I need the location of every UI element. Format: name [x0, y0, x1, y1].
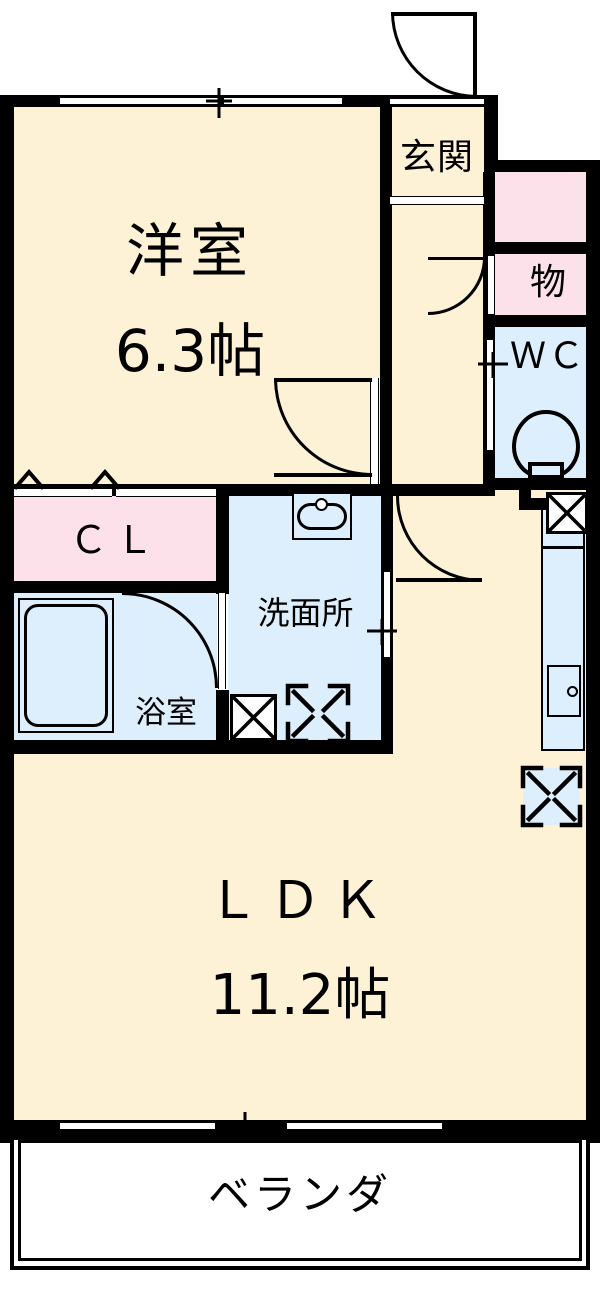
label-entrance: 玄関 — [399, 137, 474, 178]
closet-door-right[interactable] — [116, 488, 216, 497]
wall-closet-washroom — [216, 484, 229, 594]
wall-bedroom-entrance — [380, 95, 392, 487]
ldk-window-right[interactable] — [287, 1122, 442, 1130]
room-shoebox — [493, 172, 600, 242]
pipe-shaft-bath — [230, 694, 277, 741]
wc-sliding-door[interactable] — [486, 340, 494, 450]
washroom-sliding-door[interactable] — [383, 572, 391, 657]
label-storage: 物 — [529, 262, 566, 303]
entrance-step-line — [390, 196, 484, 205]
wall-kitchen-ps-left — [519, 487, 531, 509]
ldk-window-left[interactable] — [60, 1122, 215, 1130]
wall-bath-washroom — [216, 690, 229, 754]
room-closet — [14, 496, 217, 584]
bedroom-window-right[interactable] — [224, 97, 342, 105]
closet-door-left[interactable] — [14, 488, 112, 497]
wall-closet-bath — [0, 581, 229, 593]
faucet-icon — [315, 498, 328, 511]
bath-door-leaf[interactable] — [218, 593, 226, 689]
balcony-rail-outer — [10, 1136, 590, 1270]
label-closet: ＣＬ — [69, 518, 162, 562]
label-ldk-area: 11.2帖 — [209, 963, 391, 1028]
pipe-shaft-kitchen — [546, 492, 588, 534]
storage-door-leaf[interactable] — [487, 256, 495, 314]
label-wc: ＷＣ — [509, 336, 586, 377]
label-washroom: 洗面所 — [257, 594, 354, 632]
wall-wet-bottom — [0, 740, 393, 754]
kitchen-faucet-icon — [567, 686, 578, 697]
toilet-icon — [516, 413, 576, 475]
bedroom-door-base — [274, 473, 372, 477]
room-storage — [493, 253, 600, 316]
room-balcony — [14, 1135, 586, 1265]
label-ldk-name: ＬＤＫ — [206, 871, 393, 931]
wall-shoebox-top — [484, 160, 600, 172]
balcony-rail-inner — [18, 1140, 582, 1261]
washer-space-ldk — [523, 768, 580, 825]
label-balcony: ベランダ — [207, 1170, 392, 1219]
washer-space-washroom — [288, 686, 348, 741]
wall-entrance-right-upper — [484, 95, 498, 172]
storage-door-head — [428, 257, 486, 260]
room-ldk — [14, 750, 586, 1120]
kitchen-stove-divider — [541, 546, 585, 549]
entrance-door-arc — [391, 12, 477, 98]
wall-left — [0, 95, 14, 1143]
entrance-door-head — [391, 12, 477, 16]
bedroom-door-head — [274, 378, 372, 382]
label-bedroom-name: 洋室 — [125, 217, 254, 285]
ldk-hall-door-base — [396, 578, 482, 582]
label-bath: 浴室 — [135, 695, 197, 731]
entrance-door-threshold — [390, 98, 484, 105]
wall-shoebox-storage — [484, 242, 600, 254]
entrance-door-panel — [473, 12, 477, 98]
wall-hall-bottom — [380, 484, 495, 496]
wall-wc-bottom — [484, 478, 600, 490]
bathtub-icon — [24, 604, 108, 727]
bedroom-window-left[interactable] — [60, 97, 218, 105]
wall-right-outer — [586, 160, 600, 1143]
label-bedroom-area: 6.3帖 — [114, 317, 266, 385]
wall-storage-wc — [484, 315, 600, 327]
